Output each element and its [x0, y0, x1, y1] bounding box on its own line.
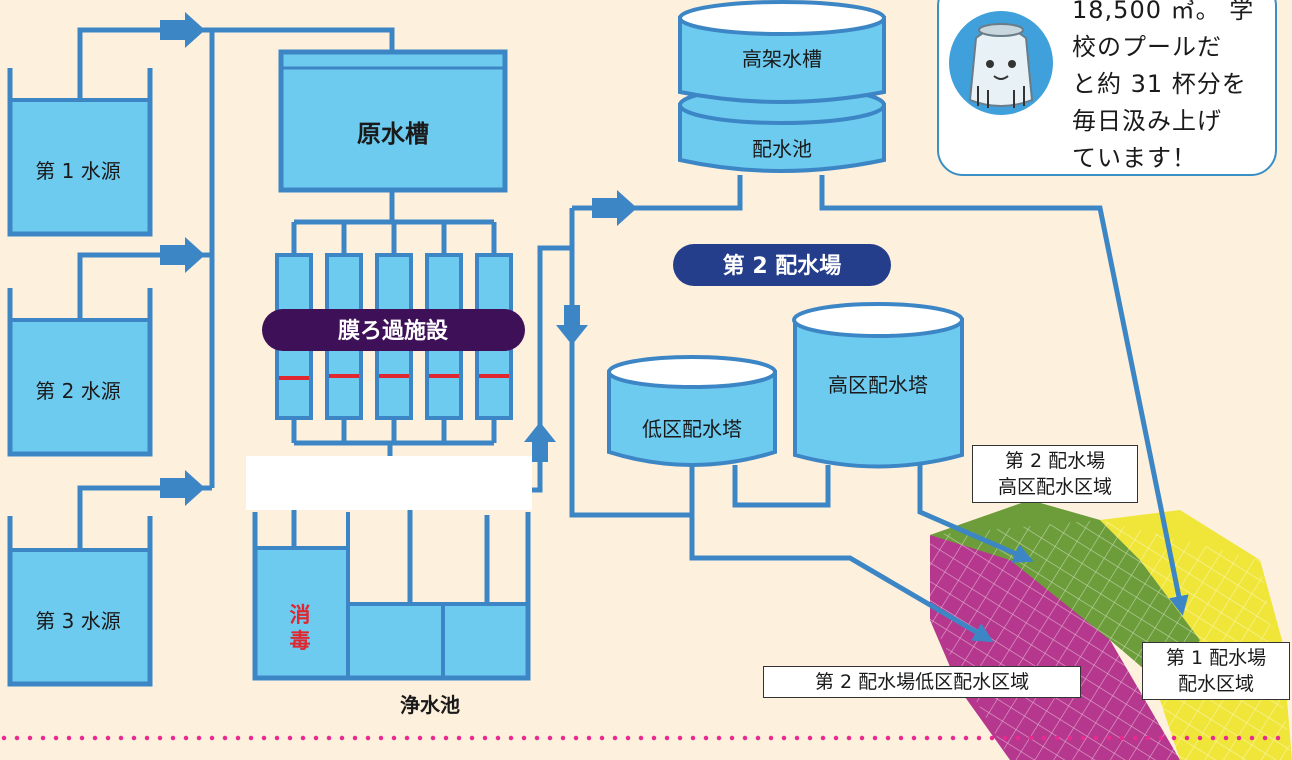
elevated-tank-label: 高架水槽 — [742, 47, 822, 71]
membrane-facility-label: 膜ろ過施設 — [338, 318, 449, 344]
station2-badge: 第 2 配水場 — [673, 244, 891, 286]
raw-water-tank-label: 原水槽 — [357, 120, 429, 148]
raw-water-tank: 原水槽 — [278, 49, 508, 193]
elevated-tank: 高架水槽 — [678, 0, 886, 104]
flow-arrow-icon — [160, 12, 205, 48]
flow-arrow-icon — [160, 237, 205, 273]
area-label-station2-high: 第 2 配水場 高区配水区域 — [972, 445, 1138, 503]
area-label-station2-low: 第 2 配水場低区配水区域 — [763, 666, 1081, 698]
source-3-label: 第 3 水源 — [35, 609, 120, 633]
flow-arrow-icon — [556, 305, 588, 345]
flow-arrow-icon — [524, 422, 556, 462]
low-tower-label: 低区配水塔 — [642, 417, 742, 441]
speech-bubble-text: 18,500 ㎥。 学 校のプールだ と約 31 杯分を 毎日汲み上げ ています… — [1072, 0, 1255, 172]
disinfection-label: 消毒 — [290, 603, 311, 653]
flow-arrow-icon — [592, 190, 637, 226]
high-district-tower: 高区配水塔 — [792, 302, 964, 469]
station2-badge-label: 第 2 配水場 — [723, 253, 842, 279]
distribution-area-map — [930, 500, 1292, 760]
source-1-label: 第 1 水源 — [35, 159, 120, 183]
distribution-reservoir-label: 配水池 — [752, 137, 812, 161]
clean-water-reservoir: 消毒 浄水池 — [252, 512, 531, 717]
source-2-label: 第 2 水源 — [35, 379, 120, 403]
flow-arrow-icon — [160, 470, 205, 506]
membrane-facility-badge: 膜ろ過施設 — [262, 309, 525, 351]
disinfection-char-1: 消 — [290, 603, 311, 627]
area-label-station1: 第 1 配水場 配水区域 — [1142, 642, 1290, 700]
disinfection-char-2: 毒 — [290, 629, 311, 653]
water-mascot-icon — [949, 11, 1053, 115]
high-tower-label: 高区配水塔 — [828, 373, 928, 397]
source-3: 第 3 水源 — [7, 516, 153, 687]
separator-band — [246, 456, 532, 510]
low-district-tower: 低区配水塔 — [607, 355, 777, 467]
clean-water-reservoir-label: 浄水池 — [400, 693, 460, 717]
flow-arrows — [160, 12, 637, 506]
source-2: 第 2 水源 — [7, 288, 153, 457]
source-1: 第 1 水源 — [7, 68, 153, 237]
